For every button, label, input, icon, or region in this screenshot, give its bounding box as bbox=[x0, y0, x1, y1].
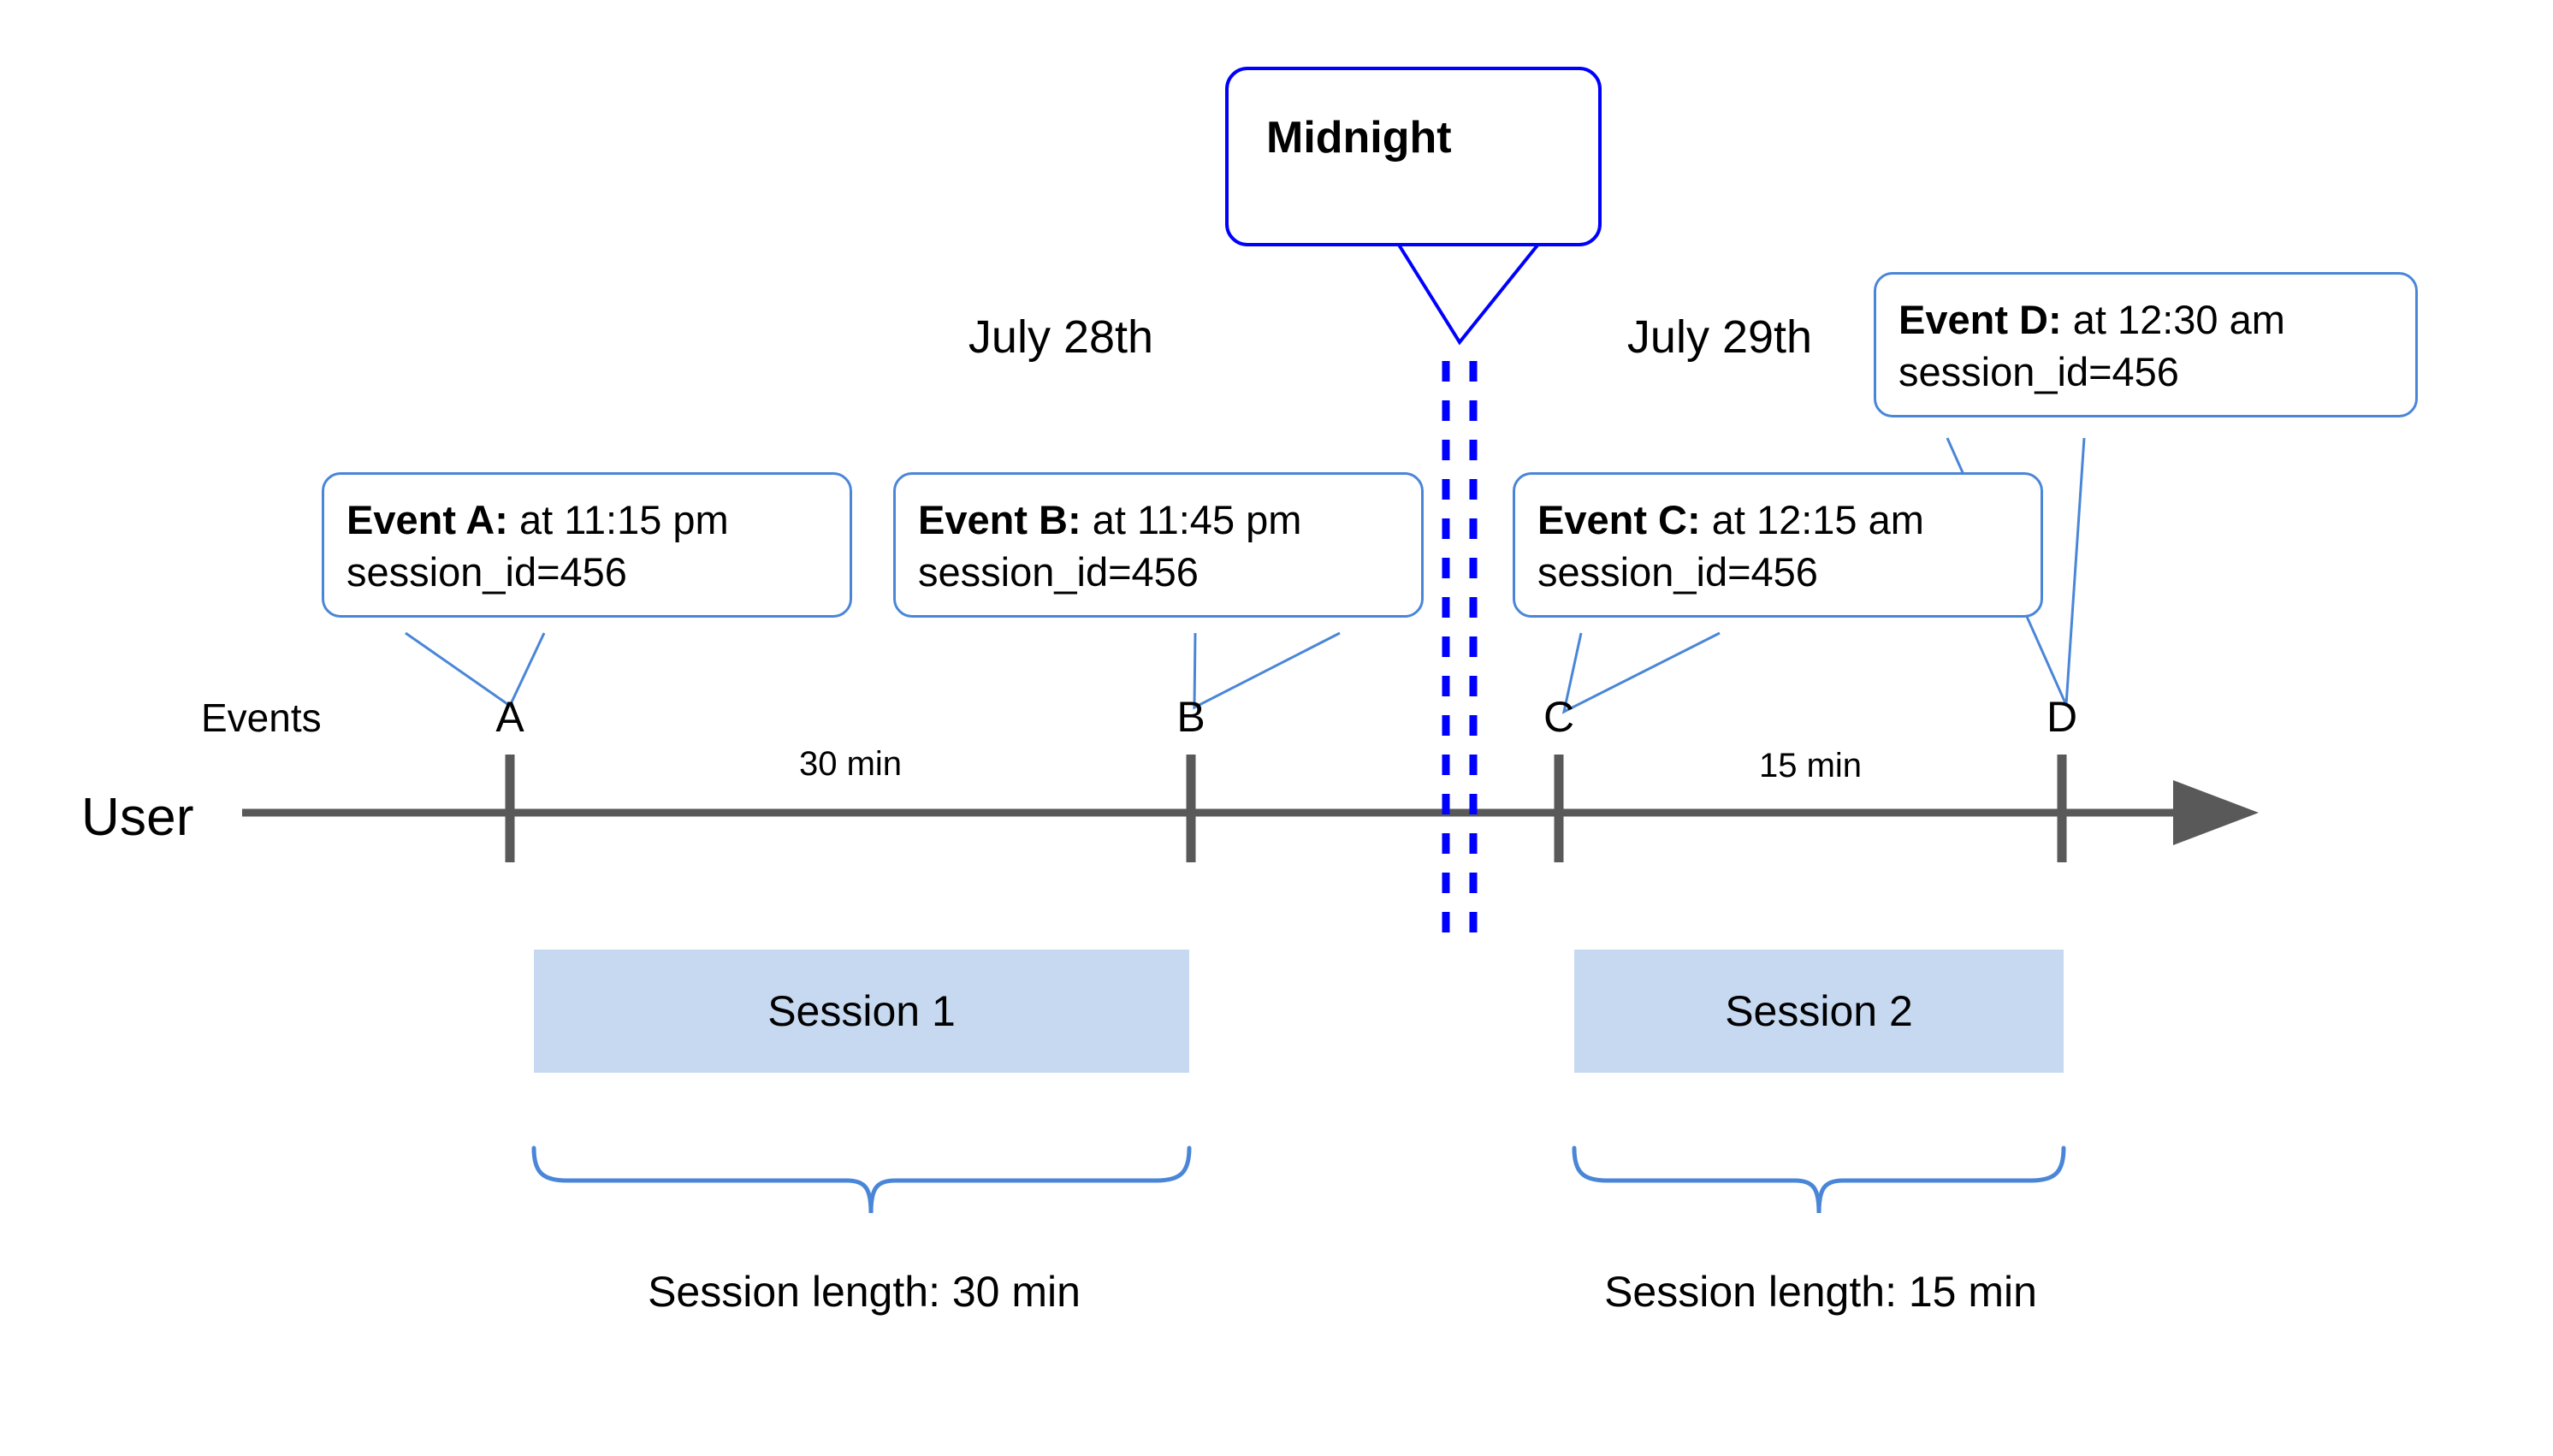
midnight-callout-label: Midnight bbox=[1266, 113, 1452, 163]
event-callout-c-detail: session_id=456 bbox=[1537, 549, 1818, 595]
event-callout-a-title: Event A: bbox=[347, 497, 508, 542]
session-bar-2: Session 2 bbox=[1574, 950, 2064, 1073]
event-callout-b-line1: Event B: at 11:45 pm bbox=[918, 494, 1399, 546]
session-bar-1-label: Session 1 bbox=[767, 987, 956, 1035]
event-callout-a-detail: session_id=456 bbox=[347, 549, 627, 595]
timeline-arrowhead bbox=[2173, 780, 2259, 845]
interval-label-ab: 30 min bbox=[798, 745, 903, 783]
event-callout-c-line1: Event C: at 12:15 am bbox=[1537, 494, 2018, 546]
event-marker-label-b: B bbox=[1176, 693, 1205, 741]
event-callout-b: Event B: at 11:45 pm session_id=456 bbox=[893, 472, 1424, 619]
row-label-events: Events bbox=[201, 695, 322, 740]
midnight-callout-tail bbox=[1395, 240, 1542, 346]
event-callout-d-title: Event D: bbox=[1898, 297, 2062, 342]
event-callout-b-title: Event B: bbox=[918, 497, 1081, 542]
event-callout-d-detail: session_id=456 bbox=[1898, 349, 2179, 395]
event-marker-label-d: D bbox=[2046, 693, 2078, 741]
session-2-brace-path bbox=[1572, 1145, 2066, 1214]
event-callout-c-time: at 12:15 am bbox=[1700, 497, 1924, 542]
event-callout-b-detail: session_id=456 bbox=[918, 549, 1199, 595]
event-callout-d-line1: Event D: at 12:30 am bbox=[1898, 293, 2393, 346]
event-callout-a-line1: Event A: at 11:15 pm bbox=[347, 494, 827, 546]
event-callout-b-time: at 11:45 pm bbox=[1081, 497, 1302, 542]
event-callout-d-time: at 12:30 am bbox=[2061, 297, 2285, 342]
event-b-callout-tail bbox=[1193, 631, 1341, 710]
session-bar-2-label: Session 2 bbox=[1725, 987, 1913, 1035]
event-callout-c: Event C: at 12:15 am session_id=456 bbox=[1513, 472, 2043, 619]
session-1-brace-path bbox=[531, 1145, 1192, 1214]
date-label-right: July 29th bbox=[1626, 311, 1813, 363]
event-c-callout-tail bbox=[1561, 631, 1721, 714]
event-callout-a-time: at 11:15 pm bbox=[507, 497, 729, 542]
midnight-callout: Midnight bbox=[1225, 67, 1602, 246]
row-label-user: User bbox=[81, 788, 194, 847]
event-callout-d: Event D: at 12:30 am session_id=456 bbox=[1874, 272, 2418, 418]
session-length-label-2: Session length: 15 min bbox=[1604, 1268, 2037, 1316]
interval-label-cd: 15 min bbox=[1758, 747, 1863, 784]
session-bar-1: Session 1 bbox=[534, 950, 1189, 1073]
event-marker-label-c: C bbox=[1543, 693, 1575, 741]
event-callout-a: Event A: at 11:15 pm session_id=456 bbox=[322, 472, 852, 619]
date-label-left: July 28th bbox=[968, 311, 1154, 363]
event-a-callout-tail bbox=[405, 631, 546, 708]
event-callout-c-title: Event C: bbox=[1537, 497, 1701, 542]
event-marker-label-a: A bbox=[495, 693, 524, 741]
session-length-label-1: Session length: 30 min bbox=[648, 1268, 1081, 1316]
